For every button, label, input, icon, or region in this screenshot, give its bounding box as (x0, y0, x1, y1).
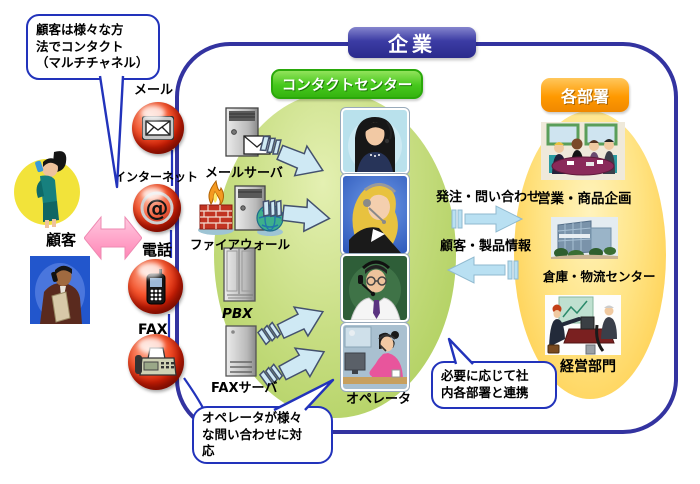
channel-phone-label: 電話 (142, 241, 173, 259)
pbx-label: PBX (222, 306, 253, 322)
multichannel-callout: 顧客は様々な方 法でコンタクト （マルチチャネル） (26, 14, 160, 80)
operator-photo-3 (341, 254, 409, 322)
mail-icon (132, 102, 184, 154)
at-glyph: @ (146, 196, 169, 222)
channel-internet-label: インターネット (114, 170, 199, 184)
flow-orders-label: 発注・問い合わせ (436, 190, 541, 205)
callout-line: 必要に応じて社 (441, 368, 529, 384)
department-sales-label: 営業・商品企画 (537, 191, 632, 207)
at-icon: @ (133, 184, 181, 232)
callout-line: （マルチチャネル） (36, 55, 149, 71)
mobile-phone-icon (128, 259, 183, 314)
cooperate-callout: 必要に応じて社 内各部署と連携 (431, 361, 557, 409)
operator-photo-4 (341, 323, 409, 391)
arrow-info-left (446, 256, 519, 284)
callout-line: 応 (202, 443, 215, 459)
channel-fax-label: FAX (138, 322, 168, 338)
departments-badge: 各部署 (541, 78, 629, 112)
department-management-label: 経営部門 (560, 359, 616, 375)
customer-man-illustration (30, 256, 90, 324)
management-office-illustration (545, 295, 621, 355)
channel-mail-label: メール (134, 83, 174, 98)
department-warehouse-label: 倉庫・物流センター (543, 269, 656, 284)
operator-callout: オペレータが様々 な問い合わせに対 応 (192, 406, 333, 464)
customer-exchange-arrow (84, 215, 142, 261)
sales-meeting-illustration (541, 122, 625, 180)
operator-photo-1 (341, 108, 409, 174)
customer-woman-illustration (14, 151, 80, 228)
customer-label: 顧客 (46, 231, 77, 249)
callout-line: 顧客は様々な方 (36, 21, 124, 37)
callout-line: な問い合わせに対 (202, 426, 303, 442)
operator-photo-2 (341, 174, 409, 255)
fax-server-illustration (225, 325, 257, 377)
contact-center-badge: コンタクトセンター (271, 69, 423, 99)
fax-icon (128, 334, 184, 390)
enterprise-title-badge: 企業 (348, 27, 476, 58)
arrow-mail-to-operator (259, 135, 325, 177)
pbx-illustration (223, 247, 256, 302)
callout-line: 内各部署と連携 (441, 385, 529, 400)
mail-server-label: メールサーバ (205, 166, 283, 181)
arrow-firewall-to-operator (262, 197, 331, 233)
callout-line: オペレータが様々 (202, 409, 303, 425)
warehouse-building-illustration (551, 217, 618, 259)
flow-info-label: 顧客・製品情報 (440, 239, 532, 254)
operators-label: オペレータ (346, 392, 412, 407)
arrow-orders-right (451, 205, 524, 233)
firewall-label: ファイアウォール (190, 237, 291, 252)
arrow-pbx-to-operator (256, 306, 325, 346)
fax-server-label: FAXサーバ (211, 381, 278, 396)
firewall-illustration (198, 180, 284, 236)
callout-line: 法でコンタクト (36, 38, 124, 54)
